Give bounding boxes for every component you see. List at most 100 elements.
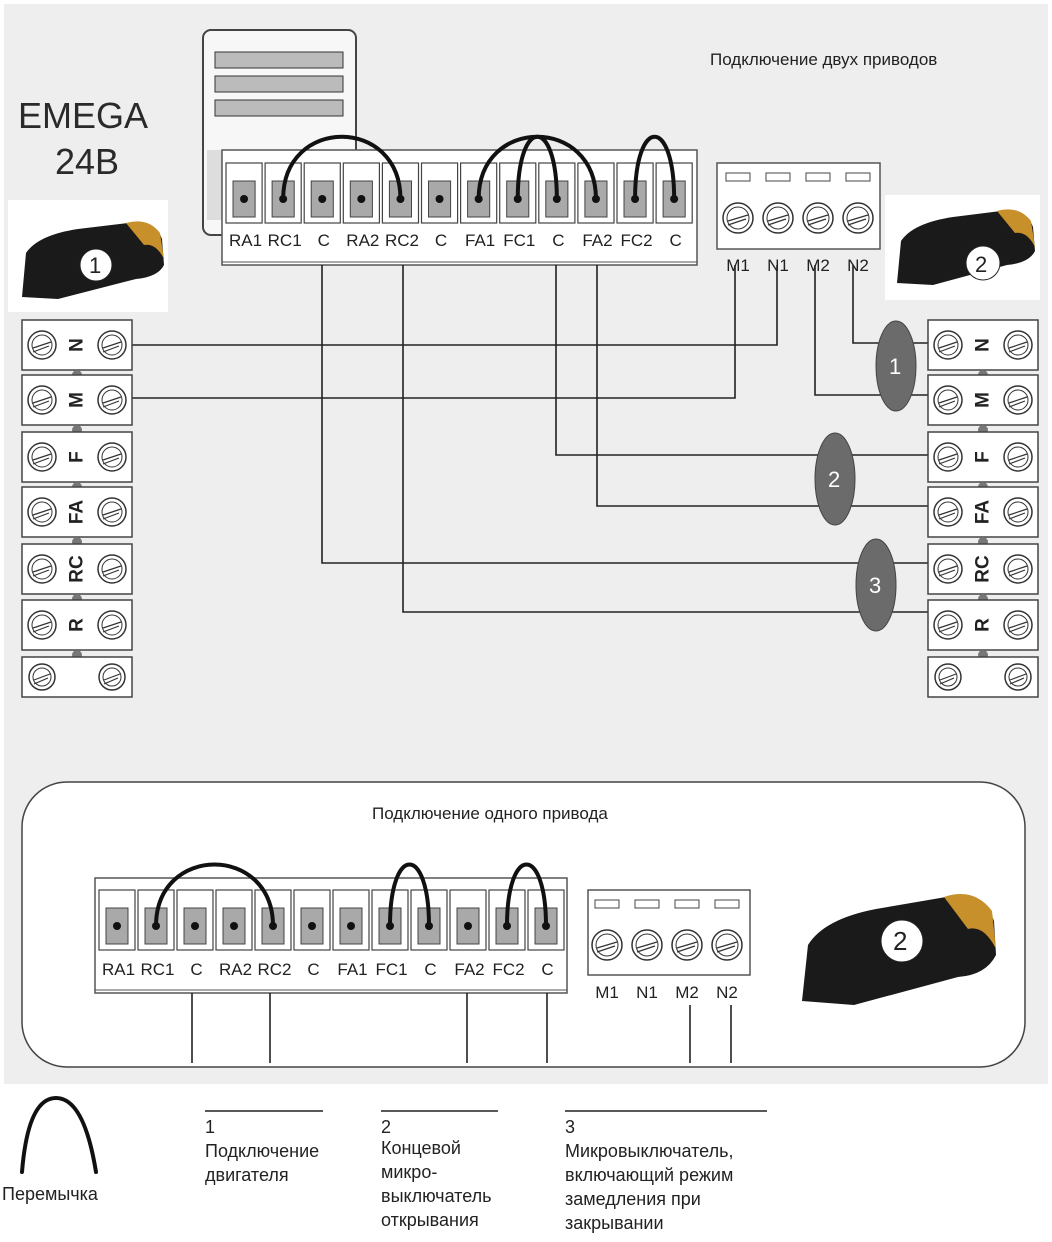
top-motor-terminal-0 [722, 172, 754, 234]
bottom-terminal-label: C [190, 960, 202, 979]
legend-3-line: Микровыключатель, [565, 1141, 733, 1161]
drive-block-label: FA [973, 500, 994, 525]
bottom-terminal-6 [332, 889, 370, 951]
group-badge-3: 3 [855, 538, 897, 632]
bottom-motor-terminal-label: N2 [716, 983, 738, 1002]
top-motor-terminal-2 [802, 172, 834, 234]
top-terminal-label: RA2 [346, 231, 379, 250]
drive-block-label: M [973, 392, 994, 408]
drive-block-label: M [67, 392, 88, 408]
top-motor-terminal-label: N1 [767, 256, 789, 275]
bottom-terminal-label: RA2 [219, 960, 252, 979]
legend-2-line: микро- [381, 1162, 437, 1182]
left-block-row-4 [21, 543, 133, 595]
bottom-motor-terminal-label: M2 [675, 983, 699, 1002]
bottom-terminal-2 [176, 889, 214, 951]
left-block-row-6 [21, 656, 133, 698]
bottom-terminal-label: C [541, 960, 553, 979]
right-block-row-5 [927, 599, 1039, 651]
right-block-row-3 [927, 486, 1039, 538]
bottom-jumper-0 [154, 862, 275, 928]
legend-3-line: включающий режим [565, 1165, 733, 1185]
top-motor-terminal-label: M1 [726, 256, 750, 275]
top-jumper-0 [281, 134, 403, 201]
top-jumper-3 [633, 135, 677, 201]
legend-2-line: выключатель [381, 1186, 492, 1206]
bottom-jumper-2 [505, 862, 548, 928]
drive-block-label: RC [973, 555, 994, 583]
drive-block-label: RC [67, 555, 88, 583]
jumper-symbol [20, 1095, 98, 1174]
top-terminal-label: C [552, 231, 564, 250]
bottom-terminal-label: FA1 [337, 960, 367, 979]
bottom-terminal-label: C [424, 960, 436, 979]
bottom-terminal-0 [98, 889, 136, 951]
top-terminal-label: FC2 [620, 231, 652, 250]
right-block-row-1 [927, 374, 1039, 426]
right-block-row-4 [927, 543, 1039, 595]
legend-3-number: 3 [565, 1117, 575, 1137]
top-motor-block: M1 N1 M2 N2 [716, 162, 881, 275]
top-motor-terminal-label: N2 [847, 256, 869, 275]
legend-1-line: Подключение [205, 1141, 319, 1161]
drive-block-label: R [973, 618, 994, 632]
group-badge-1: 1 [875, 320, 917, 412]
left-block-row-3 [21, 486, 133, 538]
left-block-row-2 [21, 431, 133, 483]
top-terminal-label: RA1 [229, 231, 262, 250]
right-block-row-2 [927, 431, 1039, 483]
top-terminal-label: FA1 [465, 231, 495, 250]
bottom-motor-terminal-2 [671, 899, 703, 961]
legend-2-line: открывания [381, 1210, 479, 1230]
right-block-row-6 [927, 656, 1039, 698]
top-terminal-label: C [670, 231, 682, 250]
left-block-row-1 [21, 374, 133, 426]
left-block-row-0 [21, 319, 133, 371]
bottom-motor-block: M1 N1 M2 N2 [587, 889, 751, 1002]
legend: Перемычка 1 Подключение двигателя 2 Конц… [2, 1095, 767, 1233]
legend-3-line: замедления при [565, 1189, 701, 1209]
drive-1-label: 1 [89, 253, 101, 278]
drive-block-label: F [973, 451, 994, 463]
two-drives-caption: Подключение двух приводов [710, 50, 937, 69]
drive-1-box: 1 [8, 200, 168, 312]
bottom-terminal-9 [449, 889, 487, 951]
bottom-terminal-label: C [307, 960, 319, 979]
top-terminal-label: RC2 [385, 231, 419, 250]
group-badge-2: 2 [814, 432, 856, 526]
wires-one-drive [191, 993, 732, 1063]
legend-2-line: Концевой [381, 1138, 461, 1158]
bottom-terminal-label: RC2 [257, 960, 291, 979]
bottom-motor-terminal-3 [711, 899, 743, 961]
top-motor-terminal-label: M2 [806, 256, 830, 275]
top-terminal-label: FA2 [582, 231, 612, 250]
bottom-motor-terminal-label: N1 [636, 983, 658, 1002]
legend-1-number: 1 [205, 1117, 215, 1137]
top-terminal-label: C [435, 231, 447, 250]
drive-2-box-top: 2 [885, 195, 1040, 300]
drive-2-label-bottom: 2 [893, 926, 907, 956]
top-terminal-5 [420, 162, 459, 224]
bottom-terminal-label: RA1 [102, 960, 135, 979]
top-terminal-2 [303, 162, 341, 224]
top-terminal-label: RC1 [268, 231, 302, 250]
bottom-motor-terminal-label: M1 [595, 983, 619, 1002]
top-terminal-0 [225, 162, 263, 224]
one-drive-caption: Подключение одного привода [372, 804, 608, 823]
drive-block-label: R [67, 618, 88, 632]
bottom-terminal-label: FC1 [375, 960, 407, 979]
top-motor-terminal-1 [762, 172, 794, 234]
bottom-motor-terminal-1 [631, 899, 663, 961]
bottom-terminal-5 [293, 889, 331, 951]
drive-block-label: F [67, 451, 88, 463]
svg-text:2: 2 [828, 467, 840, 492]
legend-1-line: двигателя [205, 1165, 289, 1185]
jumper-label: Перемычка [2, 1184, 99, 1204]
bottom-terminal-label: FA2 [454, 960, 484, 979]
svg-text:1: 1 [889, 354, 901, 379]
